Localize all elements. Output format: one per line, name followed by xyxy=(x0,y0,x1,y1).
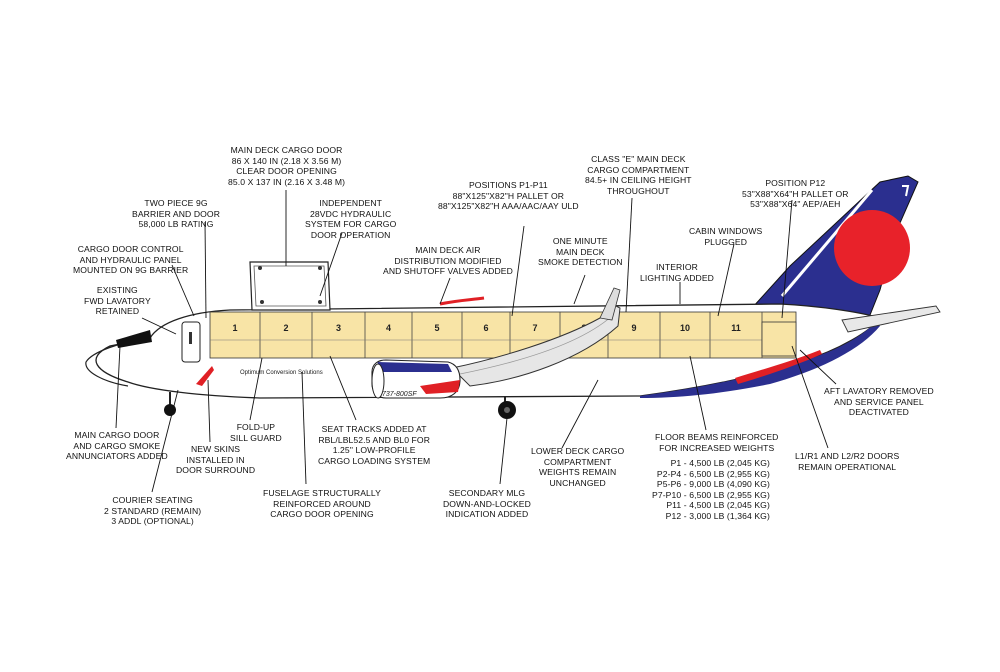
aft-belly-blue xyxy=(640,322,880,398)
label-main-deck-cargo-door: MAIN DECK CARGO DOOR 86 X 140 IN (2.18 X… xyxy=(228,145,346,187)
label-fuselage-structurally: FUSELAGE STRUCTURALLY REINFORCED AROUND … xyxy=(263,488,381,520)
wing xyxy=(450,303,621,387)
label-cabin-windows: CABIN WINDOWS PLUGGED xyxy=(689,226,763,247)
pallet-position-label: 6 xyxy=(483,323,488,333)
pallet-position-label: 5 xyxy=(434,323,439,333)
label-aft-lavatory: AFT LAVATORY REMOVED AND SERVICE PANEL D… xyxy=(824,386,934,418)
label-class-e: CLASS "E" MAIN DECK CARGO COMPARTMENT 84… xyxy=(585,154,692,196)
label-one-minute-smoke: ONE MINUTE MAIN DECK SMOKE DETECTION xyxy=(538,236,623,268)
label-positions-p1-p11: POSITIONS P1-P11 88"X125"X82"H PALLET OR… xyxy=(438,180,579,212)
p12-box xyxy=(761,321,797,357)
winglet xyxy=(599,287,621,321)
pallet-position-label: 3 xyxy=(336,323,341,333)
label-secondary-mlg: SECONDARY MLG DOWN-AND-LOCKED INDICATION… xyxy=(443,488,531,520)
cheatline-front xyxy=(196,366,214,386)
tail-fin-leading-stripe xyxy=(780,189,874,297)
pallet-position-label: 11 xyxy=(731,323,741,333)
engine-blue-band xyxy=(376,362,452,372)
nose-gear-wheel xyxy=(164,404,176,416)
cargo-door-open xyxy=(249,261,331,311)
label-seat-tracks: SEAT TRACKS ADDED AT RBL/LBL52.5 AND BL0… xyxy=(318,424,431,466)
cockpit-window xyxy=(116,330,152,348)
cheatline-rear xyxy=(735,350,822,384)
engine-caption: 737-800SF xyxy=(382,391,417,398)
engine-intake xyxy=(371,363,385,399)
label-new-skins: NEW SKINS INSTALLED IN DOOR SURROUND xyxy=(176,444,256,476)
tail-tip-mark xyxy=(902,185,910,197)
label-floor-weights: P1 - 4,500 LB (2,045 KG) P2-P4 - 6,500 L… xyxy=(652,458,770,521)
cargo-door-inner xyxy=(253,265,327,307)
label-position-p12: POSITION P12 53"X88"X64"H PALLET OR 53"X… xyxy=(742,178,849,210)
fwd-door-handle xyxy=(189,332,192,344)
label-independent-hydraulic: INDEPENDENT 28VDC HYDRAULIC SYSTEM FOR C… xyxy=(305,198,397,240)
label-fold-up-sill: FOLD-UP SILL GUARD xyxy=(230,422,282,443)
pallet-position-label: 10 xyxy=(680,323,690,333)
label-interior-lighting: INTERIOR LIGHTING ADDED xyxy=(640,262,714,283)
wing-fold-line xyxy=(459,315,613,375)
label-courier-seating: COURIER SEATING 2 STANDARD (REMAIN) 3 AD… xyxy=(104,495,202,527)
pallet-position-label: 7 xyxy=(532,323,537,333)
fuselage-caption: Optimum Conversion Solutions xyxy=(240,370,323,376)
pallet-position-label: 4 xyxy=(386,323,391,333)
label-main-cargo-door-annunciators: MAIN CARGO DOOR AND CARGO SMOKE ANNUNCIA… xyxy=(66,430,168,462)
pallet-dividers xyxy=(210,312,796,358)
pallet-position-label: 2 xyxy=(283,323,288,333)
engine-red-band xyxy=(420,380,460,394)
cargo-compartment xyxy=(209,311,797,359)
pallet-position-label: 9 xyxy=(631,323,636,333)
pallet-position-label: 1 xyxy=(232,323,237,333)
leader-lines xyxy=(115,190,837,493)
horizontal-stabilizer xyxy=(841,305,941,333)
label-l1r1-doors: L1/R1 AND L2/R2 DOORS REMAIN OPERATIONAL xyxy=(795,451,900,472)
tail-logo-disc xyxy=(834,210,910,286)
label-floor-beams: FLOOR BEAMS REINFORCED FOR INCREASED WEI… xyxy=(655,432,779,453)
label-lower-deck: LOWER DECK CARGO COMPARTMENT WEIGHTS REM… xyxy=(531,446,625,488)
label-two-piece-barrier: TWO PIECE 9G BARRIER AND DOOR 58,000 LB … xyxy=(132,198,221,230)
label-cargo-door-control: CARGO DOOR CONTROL AND HYDRAULIC PANEL M… xyxy=(73,244,189,276)
label-main-deck-air: MAIN DECK AIR DISTRIBUTION MODIFIED AND … xyxy=(383,245,513,277)
label-existing-fwd-lavatory: EXISTING FWD LAVATORY RETAINED xyxy=(84,285,151,317)
dorsal-stripe xyxy=(439,296,485,306)
